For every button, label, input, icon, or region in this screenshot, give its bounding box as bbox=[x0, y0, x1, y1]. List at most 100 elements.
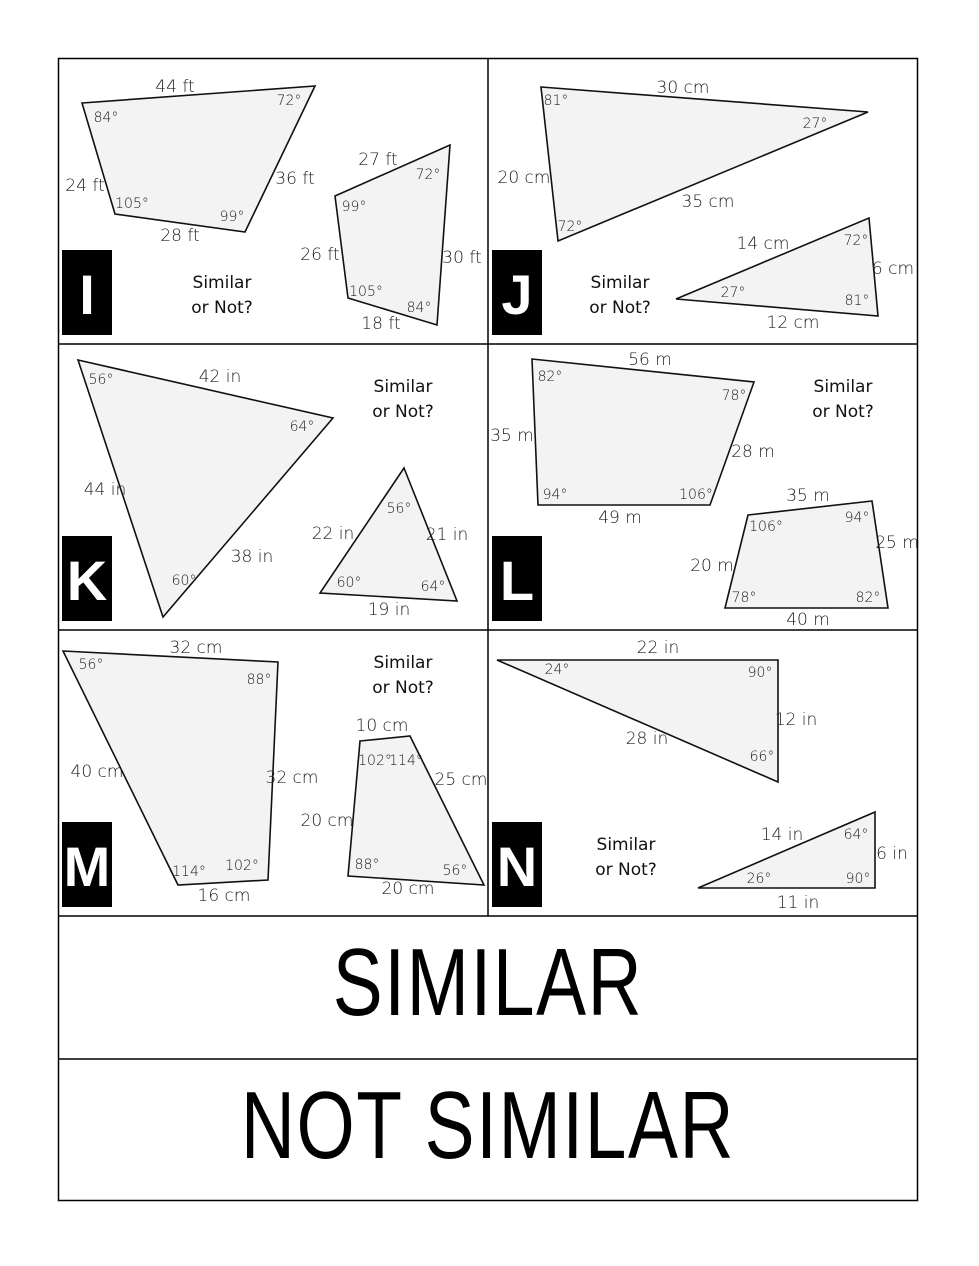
similar-prompt: Similar bbox=[591, 273, 650, 293]
side-length-label: 24 ft bbox=[65, 176, 104, 196]
figure-outline bbox=[76, 358, 335, 619]
side-length-label: 11 in bbox=[777, 893, 820, 913]
side-length-label: 22 in bbox=[637, 638, 680, 658]
angle-label: 105° bbox=[349, 284, 383, 300]
side-length-label: 28 m bbox=[731, 442, 775, 462]
panel-letter: M bbox=[64, 835, 111, 898]
angle-label: 64° bbox=[290, 419, 315, 435]
side-length-label: 16 cm bbox=[198, 886, 251, 906]
side-length-label: 10 cm bbox=[356, 716, 409, 736]
side-length-label: 20 m bbox=[690, 556, 734, 576]
panel-letter: K bbox=[67, 549, 107, 612]
angle-label: 88° bbox=[247, 672, 272, 688]
angle-label: 56° bbox=[387, 501, 412, 517]
angle-label: 56° bbox=[89, 372, 114, 388]
angle-label: 94° bbox=[845, 510, 870, 526]
angle-label: 114° bbox=[389, 753, 423, 769]
angle-label: 81° bbox=[845, 293, 870, 309]
panel-letter-badge: N bbox=[492, 822, 542, 907]
large-figure: 56 m35 m28 m49 m82°78°94°106° bbox=[490, 350, 775, 528]
side-length-label: 40 cm bbox=[71, 762, 124, 782]
side-length-label: 49 m bbox=[598, 508, 642, 528]
side-length-label: 25 cm bbox=[435, 770, 488, 790]
angle-label: 105° bbox=[115, 196, 149, 212]
panel-letter-badge: I bbox=[62, 250, 112, 335]
panel-letter: L bbox=[500, 549, 534, 612]
similar-prompt: or Not? bbox=[191, 298, 253, 318]
side-length-label: 20 cm bbox=[498, 168, 551, 188]
angle-label: 60° bbox=[337, 575, 362, 591]
side-length-label: 12 cm bbox=[767, 313, 820, 333]
similar-prompt: Similar bbox=[814, 377, 873, 397]
side-length-label: 36 ft bbox=[275, 169, 314, 189]
side-length-label: 35 m bbox=[786, 486, 830, 506]
side-length-label: 20 cm bbox=[301, 811, 354, 831]
angle-label: 82° bbox=[856, 590, 881, 606]
angle-label: 60° bbox=[172, 573, 197, 589]
angle-label: 99° bbox=[342, 199, 367, 215]
panel-letter: I bbox=[79, 263, 95, 326]
angle-label: 72° bbox=[844, 233, 869, 249]
similar-prompt: Similar bbox=[374, 653, 433, 673]
side-length-label: 28 ft bbox=[160, 226, 199, 246]
angle-label: 78° bbox=[732, 590, 757, 606]
angle-label: 72° bbox=[558, 219, 583, 235]
panel-letter-badge: K bbox=[62, 536, 112, 621]
angle-label: 106° bbox=[749, 519, 783, 535]
side-length-label: 14 in bbox=[761, 825, 804, 845]
side-length-label: 27 ft bbox=[358, 150, 397, 170]
similar-prompt: or Not? bbox=[589, 298, 651, 318]
angle-label: 64° bbox=[421, 579, 446, 595]
answer-similar[interactable]: SIMILAR bbox=[332, 929, 644, 1036]
angle-label: 81° bbox=[544, 93, 569, 109]
figure-outline bbox=[318, 466, 459, 602]
angle-label: 94° bbox=[543, 487, 568, 503]
angle-label: 27° bbox=[803, 116, 828, 132]
side-length-label: 38 in bbox=[231, 547, 274, 567]
angle-label: 27° bbox=[721, 285, 746, 301]
similar-prompt: or Not? bbox=[372, 678, 434, 698]
side-length-label: 20 cm bbox=[382, 879, 435, 899]
side-length-label: 44 ft bbox=[155, 77, 194, 97]
answer-not-similar[interactable]: NOT SIMILAR bbox=[240, 1072, 736, 1179]
figure-outline bbox=[334, 143, 451, 327]
side-length-label: 6 cm bbox=[872, 259, 914, 279]
figure-outline bbox=[675, 216, 879, 317]
angle-label: 114° bbox=[172, 864, 206, 880]
figure-outline bbox=[531, 358, 756, 506]
side-length-label: 19 in bbox=[368, 600, 411, 620]
grid-lines bbox=[57, 57, 919, 1202]
panel-letter-badge: L bbox=[492, 536, 542, 621]
similar-prompt: Similar bbox=[193, 273, 252, 293]
figure-outline bbox=[697, 810, 876, 889]
angle-label: 56° bbox=[79, 657, 104, 673]
similar-prompt: or Not? bbox=[595, 860, 657, 880]
side-length-label: 12 in bbox=[775, 710, 818, 730]
panel-letter-badge: J bbox=[492, 250, 542, 335]
side-length-label: 28 in bbox=[626, 729, 669, 749]
panel-l[interactable]: 56 m35 m28 m49 m82°78°94°106°35 m25 m20 … bbox=[490, 350, 919, 630]
figure-outline bbox=[540, 86, 869, 243]
side-length-label: 21 in bbox=[426, 525, 469, 545]
angle-label: 66° bbox=[750, 749, 775, 765]
side-length-label: 32 cm bbox=[266, 768, 319, 788]
angle-label: 106° bbox=[679, 487, 713, 503]
side-length-label: 6 in bbox=[876, 844, 908, 864]
side-length-label: 18 ft bbox=[361, 314, 400, 334]
angle-label: 78° bbox=[722, 388, 747, 404]
angle-label: 102° bbox=[225, 858, 259, 874]
side-length-label: 42 in bbox=[199, 367, 242, 387]
